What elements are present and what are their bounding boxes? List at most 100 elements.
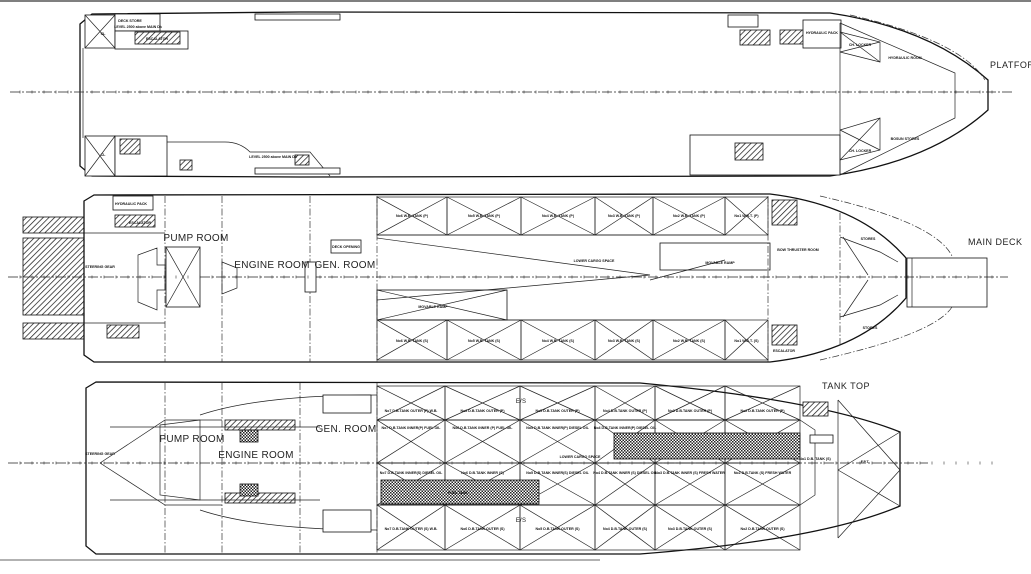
- db-tank-outer-stbd-label: No2 D.B.TANK OUTER (S): [740, 527, 785, 531]
- fwd-tank-box: [809, 434, 834, 444]
- tank-labels: No6 W.B. TANK (P) No6 W.B. TANK (S) No5 W.…: [380, 214, 792, 531]
- tank-cross: [594, 462, 656, 506]
- deck-opening-box: [330, 239, 362, 254]
- tank-cross: [594, 319, 654, 361]
- platform-bow-flare: [849, 14, 986, 81]
- label-steering-gear: STEERING GEAR: [85, 265, 115, 269]
- db-tank-inner-stbd-label: No4 D.B.TANK INNER (S) DIESEL OIL: [593, 471, 657, 475]
- title-tank-top: TANK TOP: [822, 381, 870, 391]
- tank-cross: [519, 385, 596, 421]
- main-deck-plan: PUMP ROOM ENGINE ROOM GEN. ROOM DECK OPE…: [8, 193, 1022, 363]
- label-deck-store: DECK STORE: [118, 19, 142, 23]
- hydraulic-pack-box-md: [112, 195, 154, 211]
- label-ch-locker-s: CH. LOCKER: [849, 149, 872, 153]
- db-tank-inner-port-label: No6 D.B.TANK INNER (P) FUEL OIL: [453, 426, 514, 430]
- db-tank-outer-port-label: No5 D.B.TANK OUTER (P): [535, 409, 580, 413]
- wb-tank-port-label: No3 W.B. TANK (P): [608, 214, 641, 218]
- wb-tank-stbd-label: No4 W.B. TANK (S): [542, 339, 575, 343]
- fwd-stairs-1: [739, 29, 771, 46]
- label-steering-gear-tt: STEERING GEAR: [85, 452, 115, 456]
- movable-ramp-aft-outline: [376, 289, 508, 321]
- tank-cross: [654, 504, 726, 551]
- wb-tank-stbd-label: No2 W.B. TANK (S): [673, 339, 706, 343]
- db-tank-outer-stbd-label: No3 D.B.TANK OUTER (S): [668, 527, 713, 531]
- tank-outline: [724, 196, 769, 236]
- db-tank-inner-stbd-label: No5 D.B.TANK INNER(S) DIESEL OIL: [526, 471, 589, 475]
- tank-cross: [724, 462, 801, 506]
- db-tank-inner-stbd-label: No2 D.B.TANK (S) FRESH WATER: [734, 471, 792, 475]
- shaft-s: [224, 492, 296, 504]
- bollard-rail-p: [254, 13, 341, 21]
- tank-cross: [444, 504, 521, 551]
- hydraulic-pack-box: [802, 19, 842, 49]
- db-tank-outer-stbd-label: No5 D.B.TANK OUTER (S): [535, 527, 580, 531]
- label-fpt: F.P.T.: [861, 460, 870, 464]
- db-tank-inner-stbd-label: No6 D.B.TANK INNER (S): [461, 471, 504, 475]
- bollard-rail-s: [254, 167, 341, 175]
- db-tank-outer-port-label: No7 D.B.TANK OUTER (P) W.B.: [385, 409, 438, 413]
- tank-cross: [594, 504, 656, 551]
- label-bow-thruster-room: BOW THRUSTER ROOM: [777, 248, 819, 252]
- label-stores-s: STORES: [863, 326, 878, 330]
- fwd-stairs-p-md: [771, 199, 798, 226]
- shaft-p: [224, 419, 296, 431]
- platform-1-plan: DECK STORE LEVEL 2500 above MAIN Dk ESCA…: [10, 11, 1031, 178]
- tank-top-tanks: [376, 385, 801, 551]
- tank-cross: [376, 504, 446, 551]
- tank-cross: [446, 196, 522, 236]
- label-level-bottom: LEVEL 2500 above MAIN Dk: [249, 155, 297, 159]
- tank-cross: [724, 319, 769, 361]
- label-bosun-stores: BOSUN STORES: [891, 137, 920, 141]
- tank-cross: [652, 319, 726, 361]
- tank-top-plan: PUMP ROOM ENGINE ROOM GEN. ROOM STEERING…: [8, 381, 928, 555]
- label-cl-bottom: CL: [101, 153, 107, 157]
- label-escalator-fwd: ESCALATOR: [773, 349, 795, 353]
- aft-stairs: [119, 138, 141, 155]
- gen-room-tank-p: [322, 394, 372, 414]
- db-tank-inner-port-label: No7 D.B.TANK INNER(P) FUEL OIL: [382, 426, 442, 430]
- wb-tank-stbd-label: No5 W.B. TANK (S): [468, 339, 501, 343]
- db-tank-outer-port-label: No4 D.B.TANK OUTER (P): [603, 409, 648, 413]
- tank-cross: [724, 196, 769, 236]
- tank-cross: [654, 385, 726, 421]
- label-gen-room-tt: GEN. ROOM: [315, 424, 376, 435]
- aft-stairs-s: [106, 324, 140, 339]
- db-tank-outer-stbd-label: No4 D.B.TANK OUTER (S): [603, 527, 648, 531]
- wb-tank-stbd-label: No6 W.B. TANK (S): [396, 339, 429, 343]
- escalator-aft-stairs: [114, 214, 156, 228]
- escalator-fwd-stairs: [771, 324, 798, 346]
- tank-cross: [376, 319, 448, 361]
- label-stores-p: STORES: [861, 237, 876, 241]
- label-es-p: E/S: [516, 399, 527, 405]
- db-tank-outer-port-label: No6 D.B.TANK OUTER (P): [460, 409, 505, 413]
- tank-cross: [444, 419, 521, 464]
- main-deck-hull-outline: [83, 193, 907, 363]
- label-ch-locker-p: CH. LOCKER: [849, 43, 872, 47]
- fwd-stairs-tt: [802, 401, 829, 417]
- bow-ramp: [906, 257, 988, 308]
- label-movable-ramp-aft: MOVABLE RAMP: [418, 305, 448, 309]
- wb-tank-port-label: No6 W.B. TANK (P): [396, 214, 429, 218]
- tank-cross: [446, 319, 522, 361]
- stairs-small-2: [294, 154, 310, 166]
- label-hydraulic-pack-md: HYDRAULIC PACK: [115, 202, 147, 206]
- tank-cross: [594, 385, 656, 421]
- db-tank-outer-port-label: No3 D.B.TANK OUTER (P): [668, 409, 713, 413]
- label-engine-room: ENGINE ROOM: [234, 260, 310, 271]
- wb-tank-stbd-label: No1 W.B.T. (S): [734, 339, 759, 343]
- escalator-stairs: [134, 31, 181, 45]
- fwd-stair-room-s: [689, 134, 841, 176]
- tank-cross: [376, 385, 446, 421]
- tank-cross: [594, 196, 654, 236]
- stern-ramp-main: [22, 237, 85, 316]
- engine-hatch: [304, 261, 317, 293]
- stern-ramp-bottom: [22, 322, 85, 340]
- label-deck-opening: DECK OPENING: [332, 245, 360, 249]
- tank-cross: [654, 462, 726, 506]
- tank-cross: [520, 319, 596, 361]
- gen-room-tank-s: [322, 509, 372, 533]
- label-pump-room-tt: PUMP ROOM: [159, 434, 224, 445]
- label-no1-db-tank: No1 D.B. TANK (S): [799, 457, 831, 461]
- label-pump-room: PUMP ROOM: [163, 233, 228, 244]
- platform-hull-outline: [79, 11, 989, 178]
